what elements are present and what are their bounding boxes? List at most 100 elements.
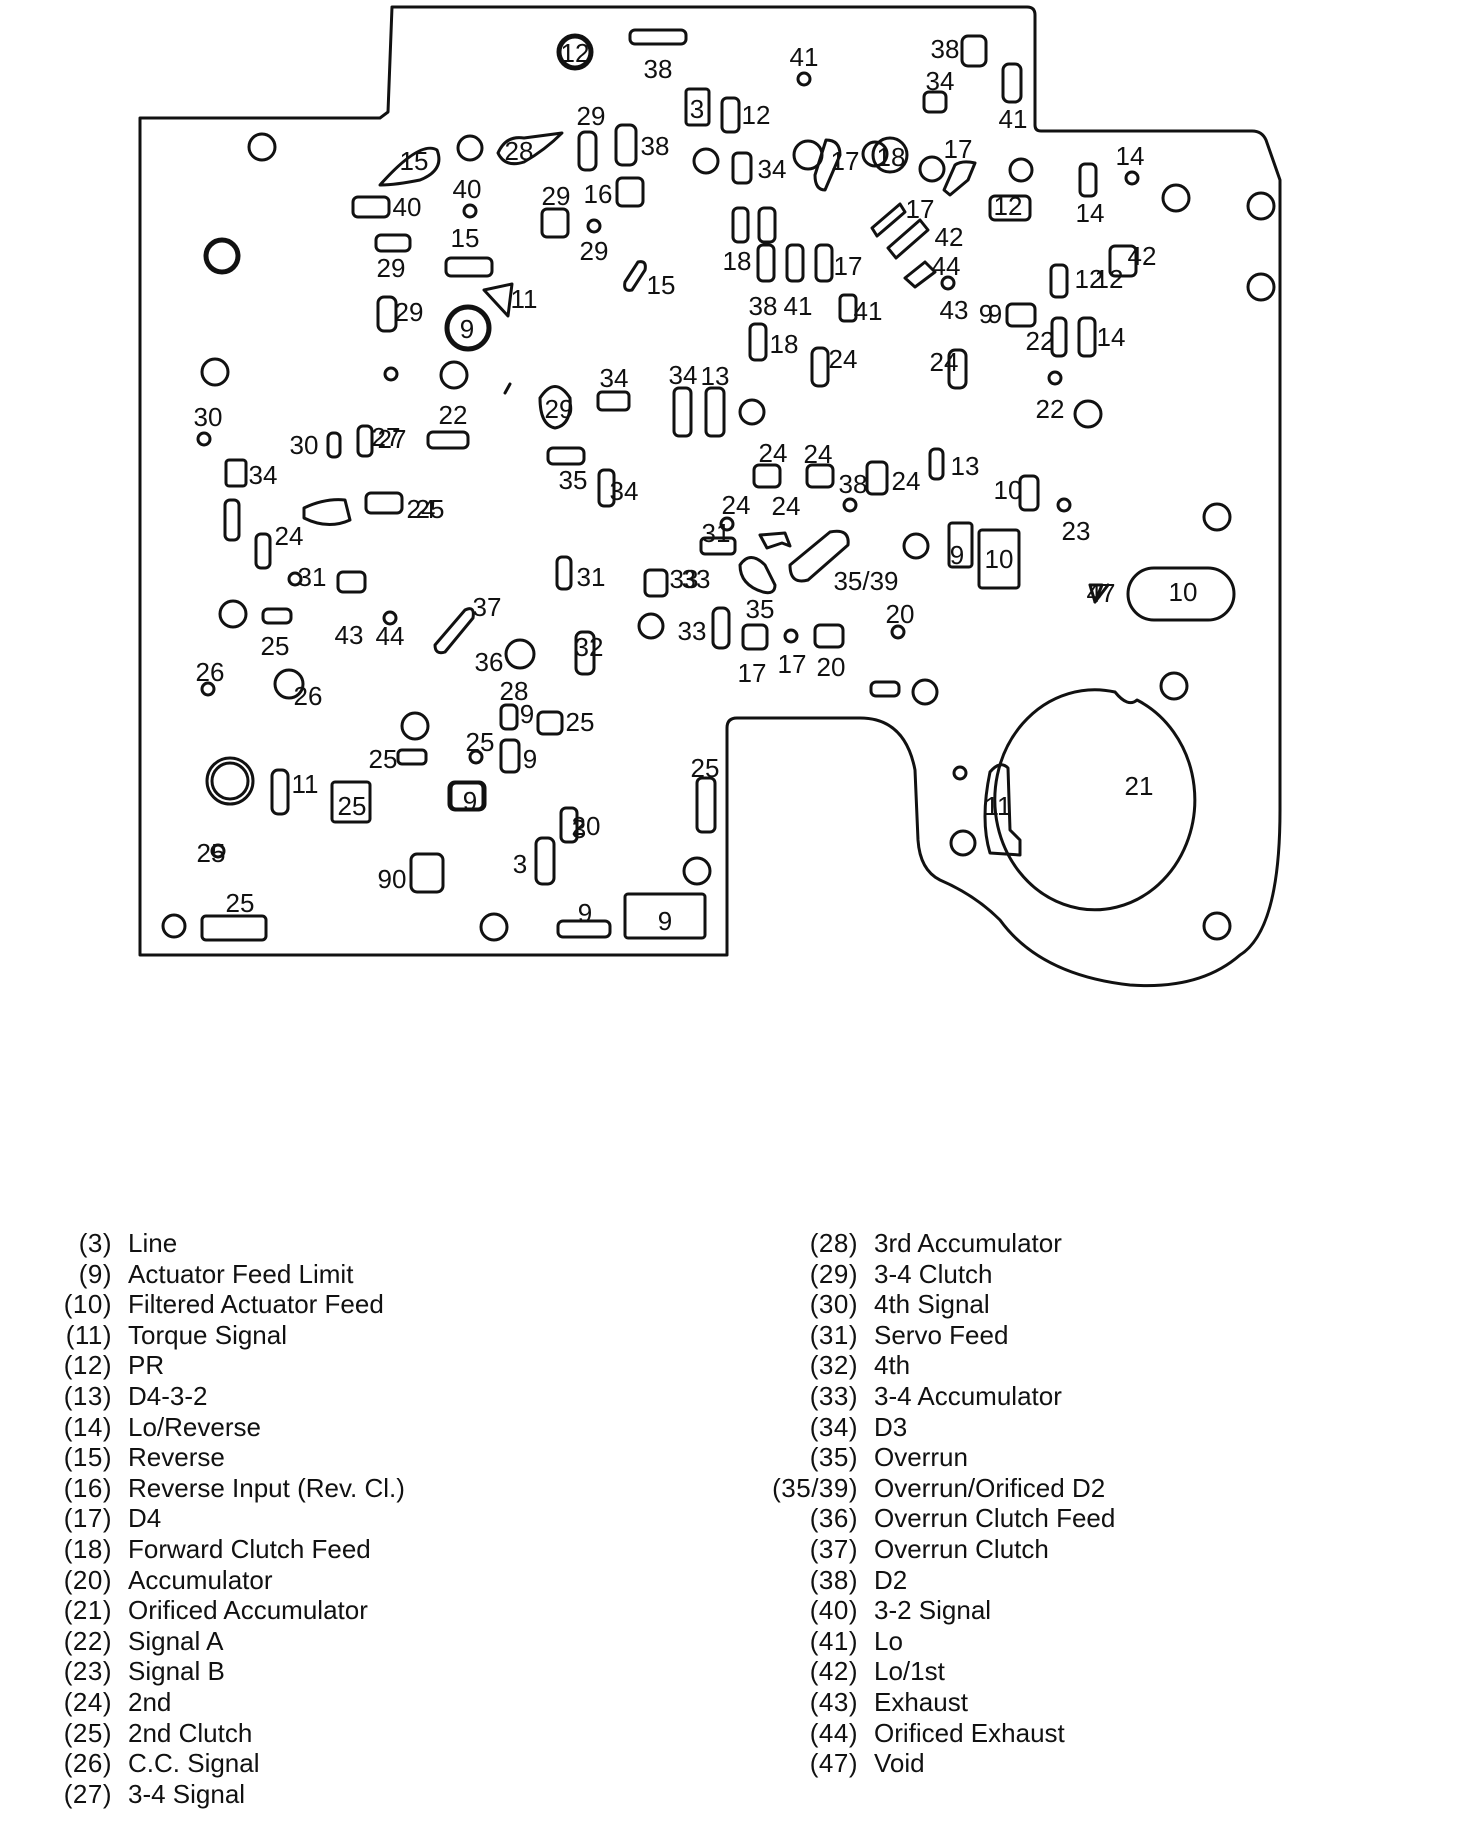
legend-code: (44) — [809, 1717, 858, 1748]
legend-item: (35)Overrun — [810, 1442, 1115, 1473]
port-label: 25 — [416, 494, 445, 524]
legend-label: 3rd Accumulator — [874, 1228, 1062, 1258]
port-label: 29 — [395, 297, 424, 327]
port-label: 9 — [523, 744, 537, 774]
port-label: 34 — [249, 460, 278, 490]
port-label: 25 — [197, 838, 226, 868]
legend-label: Overrun Clutch Feed — [874, 1503, 1116, 1534]
port-label: 9 — [460, 314, 474, 344]
port-label: 9 — [979, 299, 993, 329]
port-label: 17 — [738, 658, 767, 688]
port-label: 15 — [451, 223, 480, 253]
accumulator-port-20 — [993, 688, 1197, 912]
legend-code: (14) — [63, 1411, 112, 1442]
legend-item: (41)Lo — [810, 1626, 1115, 1657]
port-label: 16 — [584, 179, 613, 209]
port-label: 28 — [505, 136, 534, 166]
port-label: 10 — [994, 475, 1023, 505]
legend-code: (25) — [63, 1717, 112, 1748]
legend-item: (12)PR — [64, 1350, 405, 1381]
port-label: 28 — [500, 676, 529, 706]
legend-code: (34) — [809, 1411, 858, 1442]
legend-label: D4 — [128, 1503, 162, 1534]
legend-item: (33) 3-4 Accumulator — [810, 1380, 1115, 1412]
legend-label: 3-4 Accumulator — [874, 1380, 1062, 1411]
port-label: 11 — [511, 284, 538, 314]
port-label: 17 — [944, 134, 973, 164]
legend-item: (34)D3 — [810, 1412, 1115, 1443]
port-label: 40 — [393, 192, 422, 222]
legend-label: 4th Signal — [874, 1289, 990, 1320]
port-label: 3 — [690, 94, 704, 124]
port-label: 17 — [831, 146, 860, 176]
legend-code: (16) — [63, 1472, 112, 1503]
port-label: 47 — [1087, 578, 1116, 608]
port-label: 25 — [338, 791, 367, 821]
port-label: 20 — [886, 599, 915, 629]
legend-label: D2 — [874, 1564, 908, 1595]
legend-label: Void — [874, 1748, 925, 1779]
port-label: 29 — [580, 236, 609, 266]
port-label: 27 — [378, 424, 407, 454]
legend-item: (9)Actuator Feed Limit — [79, 1259, 405, 1290]
port-label: 24 — [804, 439, 833, 469]
port-label: 34 — [669, 360, 698, 390]
port-label: 42 — [935, 222, 964, 252]
legend-item: (10)Filtered Actuator Feed — [64, 1289, 405, 1320]
port-label: 24 — [930, 347, 959, 377]
port-label: 33 — [670, 564, 699, 594]
port-label: 25 — [566, 707, 595, 737]
legend-label: 2nd Clutch — [128, 1717, 253, 1748]
legend-code: (30) — [809, 1289, 858, 1320]
legend-code: (23) — [63, 1656, 112, 1687]
legend-code: (40) — [809, 1595, 858, 1626]
port-label: 18 — [723, 246, 752, 276]
legend-item: (28)3rd Accumulator — [810, 1228, 1115, 1259]
legend-item: (37)Overrun Clutch — [810, 1534, 1115, 1565]
port-label: 38 — [839, 469, 868, 499]
legend-label: Overrun — [874, 1442, 968, 1473]
legend-code: (13) — [63, 1380, 112, 1411]
port-label: 24 — [759, 438, 788, 468]
legend-code: (9) — [78, 1258, 112, 1289]
legend-item: (14)Lo/Reverse — [64, 1412, 405, 1443]
legend-item: (24)2nd — [64, 1687, 405, 1718]
legend-code: (31) — [809, 1319, 858, 1350]
port-label: 90 — [378, 864, 407, 894]
legend-label: 4th — [874, 1350, 911, 1381]
port-label: 34 — [758, 154, 787, 184]
port-label: 10 — [985, 544, 1014, 574]
legend-item: (35/39)Overrun/Orificed D2 — [772, 1473, 1115, 1504]
legend-item: (43)Exhaust — [810, 1687, 1115, 1718]
port-label: 25 — [226, 888, 255, 918]
legend-code: (33) — [809, 1380, 858, 1411]
port-label: 12 — [1075, 264, 1104, 294]
port-label: 31 — [577, 562, 606, 592]
port-label: 29 — [545, 394, 574, 424]
port-label: 24 — [722, 490, 751, 520]
port-label: 33 — [682, 564, 711, 594]
legend-code: (22) — [63, 1625, 112, 1656]
legend-code: (21) — [63, 1595, 112, 1626]
void-port-47 — [1126, 566, 1236, 622]
valve-body-spacer-plate-diagram: 1238413831234412938281540162934171817141… — [138, 5, 1282, 988]
port-label: 38 — [641, 131, 670, 161]
port-label: 15 — [647, 270, 676, 300]
port-label: 9 — [950, 540, 964, 570]
port-label: 26 — [196, 657, 225, 687]
port-label: 31 — [298, 562, 327, 592]
legend-item: (25) 2nd Clutch — [64, 1717, 405, 1749]
legend-label: Accumulator — [128, 1564, 273, 1595]
plate-outline — [138, 5, 1282, 988]
port-label: 20 — [572, 811, 601, 841]
legend-item: (13)D4-3-2 — [64, 1381, 405, 1412]
port-label: 23 — [1062, 516, 1091, 546]
port-label: 29 — [577, 101, 606, 131]
legend-code: (37) — [809, 1533, 858, 1564]
port-label: 24 — [772, 491, 801, 521]
port-label: 25 — [691, 753, 720, 783]
port-label: 26 — [294, 681, 323, 711]
port-label: 21 — [1125, 771, 1154, 801]
legend-code: (41) — [809, 1625, 858, 1656]
port-label: 10 — [1169, 577, 1198, 607]
